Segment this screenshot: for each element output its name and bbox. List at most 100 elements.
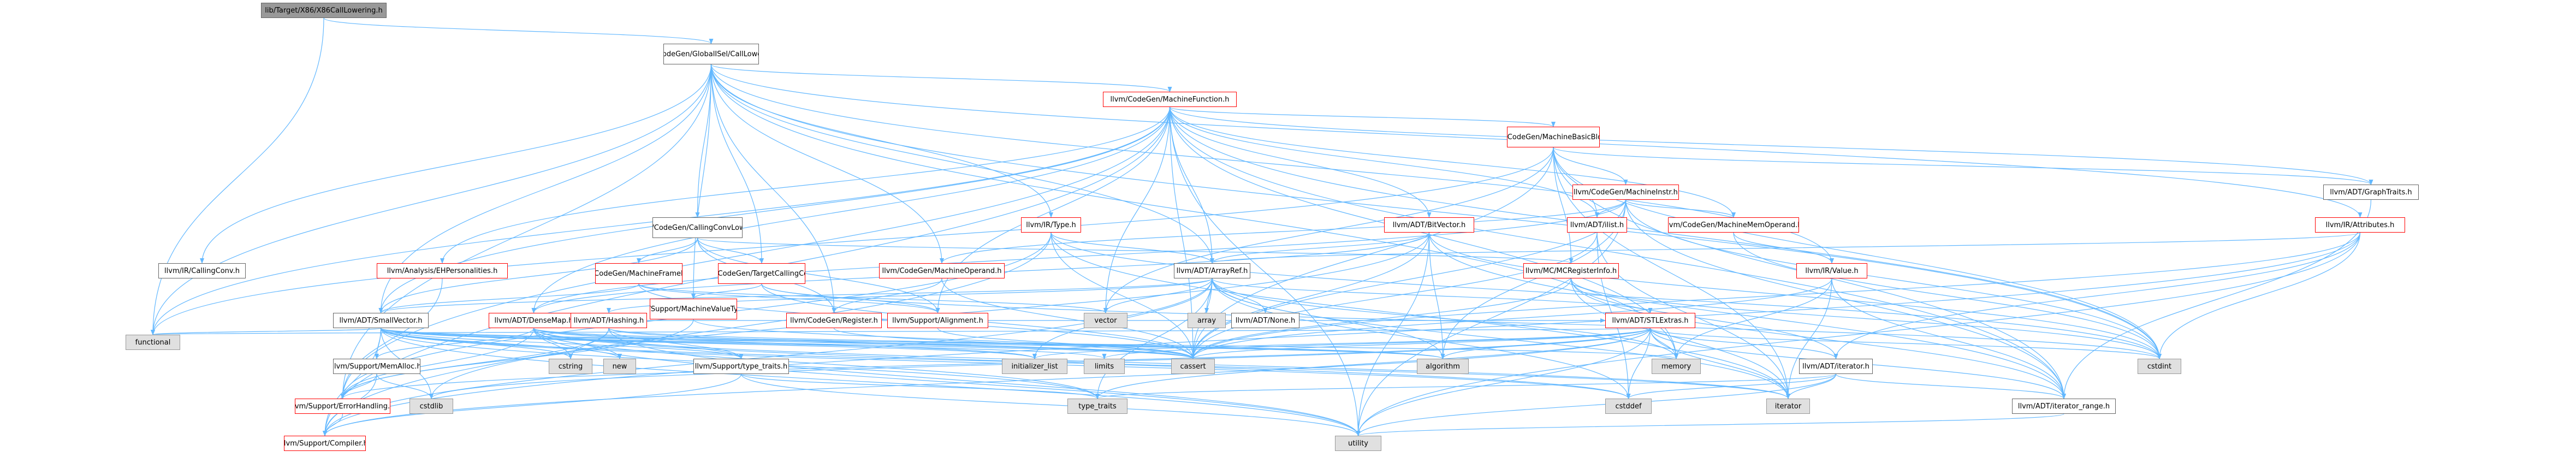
graph-node-register[interactable]: llvm/CodeGen/Register.h [786, 313, 882, 328]
graph-edge-memalloc-to-s-cstdlib [376, 373, 434, 399]
graph-node-s-algorithm[interactable]: algorithm [1417, 359, 1469, 374]
graph-node-s-functional[interactable]: functional [126, 335, 180, 350]
graph-node-s-vector[interactable]: vector [1084, 313, 1127, 328]
graph-edge-mi-to-densemap [531, 199, 1627, 313]
graph-node-s-memory[interactable]: memory [1652, 359, 1701, 374]
graph-edge-ccl-to-mfi [637, 238, 698, 264]
graph-node-mf[interactable]: llvm/CodeGen/MachineFunction.h [1103, 92, 1237, 107]
graph-node-s-new[interactable]: new [603, 359, 636, 374]
graph-node-label: cstdint [2147, 362, 2172, 371]
graph-edge-hashing-to-errhandling [340, 328, 609, 399]
graph-node-label: utility [1348, 439, 1368, 448]
graph-node-stlextras[interactable]: llvm/ADT/STLExtras.h [1605, 313, 1695, 328]
graph-node-tcc[interactable]: llvm/CodeGen/TargetCallingConv.h [718, 263, 805, 284]
graph-node-typetraits[interactable]: llvm/Support/type_traits.h [693, 359, 789, 374]
graph-node-label: llvm/CodeGen/MachineInstr.h [1574, 188, 1678, 197]
graph-node-label: llvm/ADT/SmallVector.h [339, 316, 423, 325]
graph-node-s-initlist[interactable]: initializer_list [1002, 359, 1067, 374]
graph-node-root[interactable]: lib/Target/X86/X86CallLowering.h [261, 3, 387, 18]
graph-edge-irvalue-to-iterrange [1831, 278, 2066, 399]
graph-node-hashing[interactable]: llvm/ADT/Hashing.h [571, 313, 647, 328]
graph-edge-stlextras-to-s-cstdint [1649, 328, 2162, 359]
graph-node-s-cstdlib[interactable]: cstdlib [409, 399, 453, 414]
graph-node-mcreg[interactable]: llvm/MC/MCRegisterInfo.h [1523, 263, 1619, 278]
graph-node-arrayref[interactable]: llvm/ADT/ArrayRef.h [1174, 263, 1250, 278]
graph-node-ilist[interactable]: llvm/ADT/ilist.h [1567, 217, 1627, 233]
graph-node-ehpers[interactable]: llvm/Analysis/EHPersonalities.h [377, 263, 508, 278]
graph-node-mfi[interactable]: llvm/CodeGen/MachineFrameInfo.h [595, 263, 682, 284]
graph-edge-smallvec-to-typetraits [380, 328, 744, 359]
graph-node-label: llvm/MC/MCRegisterInfo.h [1525, 266, 1617, 275]
graph-edge-errhandling-to-compiler [323, 413, 343, 436]
graph-node-s-cstddef[interactable]: cstddef [1605, 399, 1652, 414]
graph-node-irtype[interactable]: llvm/IR/Type.h [1021, 217, 1081, 233]
graph-edge-smallvec-to-compiler [323, 328, 382, 436]
graph-node-s-limits[interactable]: limits [1084, 359, 1125, 374]
graph-node-ccl[interactable]: llvm/CodeGen/CallingConvLower.h [652, 217, 743, 238]
graph-edge-tcc-to-s-cstdint [761, 283, 2162, 359]
graph-node-mo[interactable]: llvm/CodeGen/MachineOperand.h [879, 263, 1005, 278]
graph-node-s-array[interactable]: array [1188, 313, 1226, 328]
graph-node-s-iterator[interactable]: iterator [1766, 399, 1810, 414]
graph-edge-typetraits-to-s-utility [740, 373, 1361, 436]
graph-node-irccconv[interactable]: llvm/IR/CallingConv.h [158, 263, 246, 278]
graph-node-label: llvm/Support/type_traits.h [695, 362, 788, 371]
graph-node-mmo[interactable]: llvm/CodeGen/MachineMemOperand.h [1668, 217, 1799, 233]
graph-edge-stlextras-to-iterator [1649, 328, 1838, 359]
graph-edge-arrayref-to-hashing [607, 278, 1213, 313]
graph-edge-ilist-to-s-cassert [1191, 232, 1598, 359]
graph-node-memalloc[interactable]: llvm/Support/MemAlloc.h [333, 359, 420, 374]
graph-edge-attributes-to-compiler [323, 232, 2361, 436]
graph-node-label: llvm/CodeGen/MachineFunction.h [1110, 95, 1230, 104]
graph-node-irvalue[interactable]: llvm/IR/Value.h [1796, 263, 1867, 278]
graph-edge-root-to-gisel [323, 17, 714, 44]
graph-node-attributes[interactable]: llvm/IR/Attributes.h [2315, 217, 2405, 233]
graph-node-s-cassert[interactable]: cassert [1171, 359, 1215, 374]
graph-node-label: llvm/CodeGen/GlobalISel/CallLowering.h [663, 50, 758, 58]
graph-node-graphtraits[interactable]: llvm/ADT/GraphTraits.h [2323, 185, 2419, 200]
graph-edge-mo-to-s-cassert [941, 278, 1195, 359]
graph-node-s-typetraits[interactable]: type_traits [1067, 399, 1127, 414]
graph-node-iterator[interactable]: llvm/ADT/iterator.h [1799, 359, 1873, 374]
graph-node-mvt[interactable]: llvm/Support/MachineValueType.h [650, 299, 737, 319]
graph-node-label: llvm/ADT/None.h [1235, 316, 1296, 325]
graph-node-label: llvm/ADT/BitVector.h [1392, 221, 1466, 229]
graph-edge-mbb-to-mi [1553, 147, 1628, 185]
graph-node-compiler[interactable]: llvm/Support/Compiler.h [284, 436, 366, 451]
graph-edge-attributes-to-iterator [1833, 232, 2361, 359]
graph-node-densemap[interactable]: llvm/ADT/DenseMap.h [489, 313, 579, 328]
graph-node-s-cstdint[interactable]: cstdint [2138, 359, 2181, 374]
graph-node-smallvec[interactable]: llvm/ADT/SmallVector.h [333, 313, 429, 328]
graph-edge-stlextras-to-s-cstddef [1626, 328, 1651, 399]
graph-edge-mi-to-mo [940, 199, 1627, 264]
graph-node-label: iterator [1774, 402, 1802, 411]
graph-node-mbb[interactable]: llvm/CodeGen/MachineBasicBlock.h [1507, 127, 1600, 147]
graph-edge-mbb-to-ilist [1553, 147, 1599, 218]
graph-edge-mf-to-mbb [1169, 106, 1556, 127]
graph-node-gisel[interactable]: llvm/CodeGen/GlobalISel/CallLowering.h [663, 44, 759, 64]
graph-edge-smallvec-to-s-cstring [380, 328, 573, 359]
graph-node-none[interactable]: llvm/ADT/None.h [1231, 313, 1299, 328]
graph-node-label: array [1197, 316, 1216, 325]
edge-layer [151, 17, 2373, 436]
graph-edge-ccl-to-mcreg [697, 238, 1573, 264]
graph-edge-mf-to-densemap [531, 106, 1171, 313]
graph-edge-mo-to-register [832, 278, 942, 313]
graph-node-label: llvm/Support/MemAlloc.h [333, 362, 420, 371]
graph-node-bitvector[interactable]: llvm/ADT/BitVector.h [1384, 217, 1474, 233]
graph-node-label: llvm/CodeGen/MachineMemOperand.h [1668, 221, 1799, 229]
graph-edge-gisel-to-s-functional [151, 64, 712, 335]
graph-node-alignment[interactable]: llvm/Support/Alignment.h [887, 313, 988, 328]
graph-edge-mf-to-s-utility [1169, 106, 1361, 436]
graph-node-iterrange[interactable]: llvm/ADT/iterator_range.h [2012, 399, 2116, 414]
graph-edge-densemap-to-s-typetraits [533, 328, 1100, 399]
graph-edge-densemap-to-errhandling [340, 328, 535, 399]
graph-edge-mbb-to-s-functional [151, 147, 1554, 335]
graph-node-s-cstring[interactable]: cstring [549, 359, 592, 374]
graph-node-s-utility[interactable]: utility [1335, 436, 1381, 451]
graph-node-errhandling[interactable]: llvm/Support/ErrorHandling.h [295, 399, 390, 414]
graph-edge-iterator-to-s-utility [1356, 373, 1837, 436]
graph-edge-stlextras-to-s-cassert [1191, 328, 1651, 359]
graph-node-mi[interactable]: llvm/CodeGen/MachineInstr.h [1572, 185, 1679, 200]
graph-edge-bitvector-to-s-cstdint [1428, 232, 2162, 359]
